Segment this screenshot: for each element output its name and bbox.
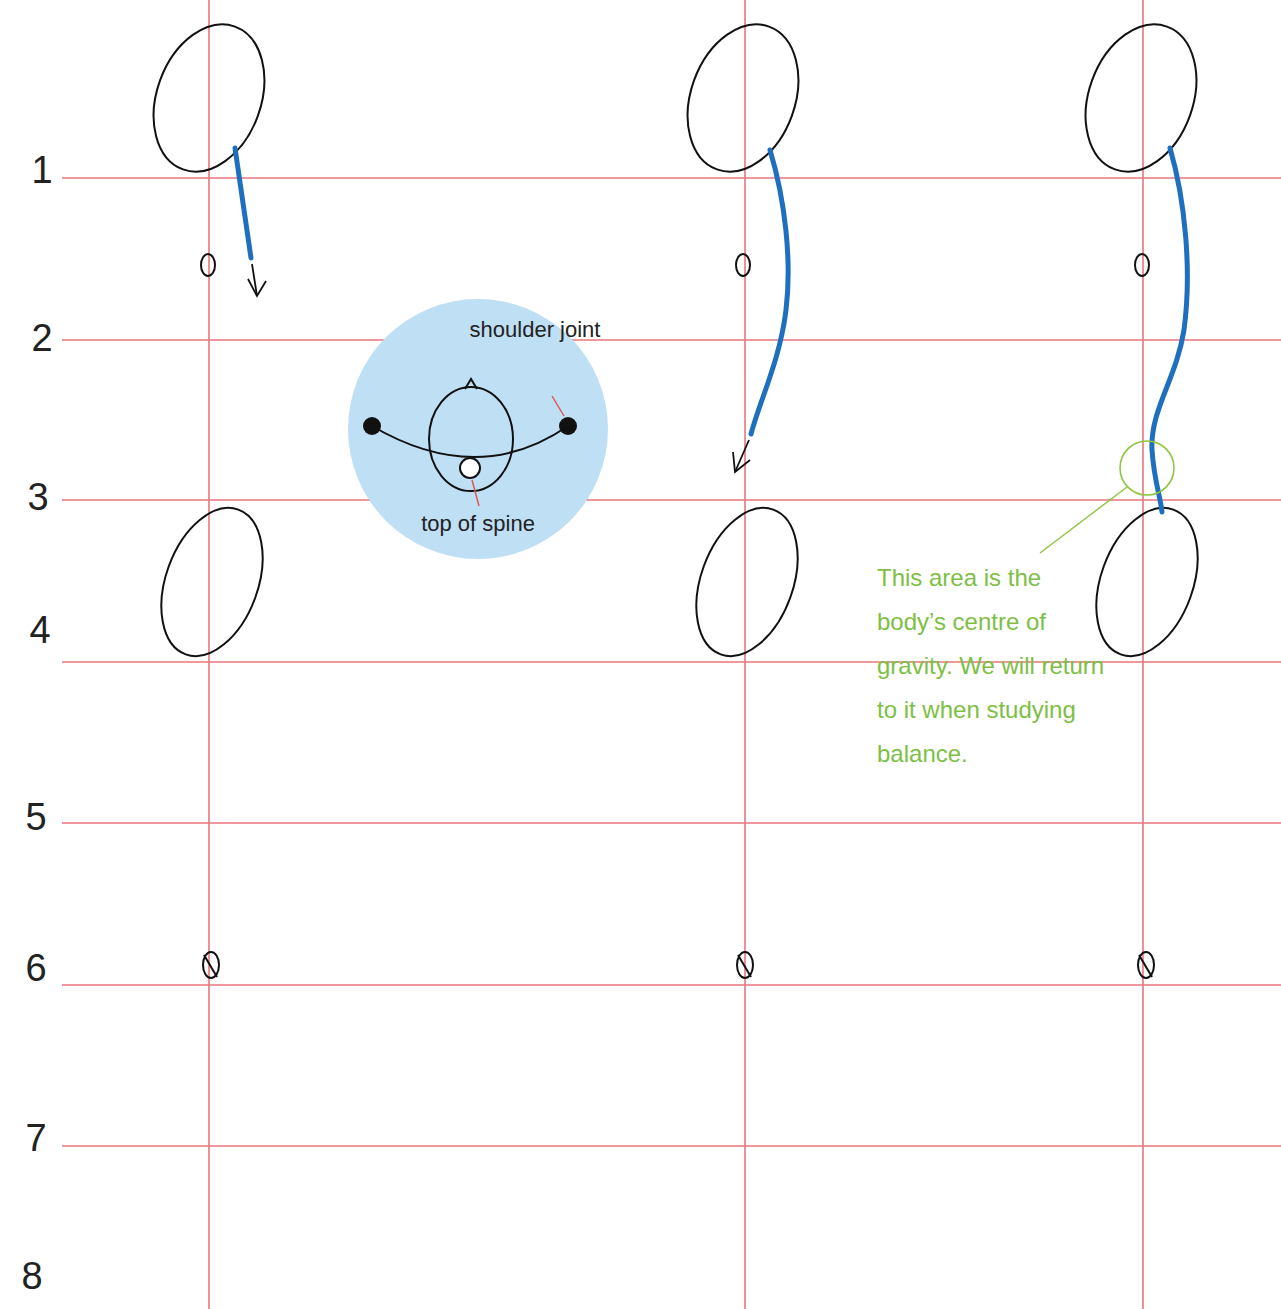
- row-number: 6: [25, 949, 46, 987]
- row-number: 4: [29, 611, 50, 649]
- row-number: 7: [25, 1119, 46, 1157]
- row-number: 3: [27, 478, 48, 516]
- part-label: shoulder joint: [465, 310, 605, 350]
- centre-of-gravity-marker: [1040, 441, 1174, 553]
- shoulder-joint-dot: [363, 417, 381, 435]
- leader-line: [472, 480, 479, 506]
- nose-mark: [465, 379, 477, 389]
- shoulder-arc: [372, 426, 568, 457]
- annotation-note: This area is the body’s centre of gravit…: [877, 556, 1107, 776]
- shoulder-joint-dot: [559, 417, 577, 435]
- part-label: top of spine: [388, 504, 568, 544]
- inset-ground: [348, 299, 608, 559]
- head-outline: [429, 387, 513, 491]
- row-number: 1: [31, 151, 52, 189]
- grid-lines: [62, 0, 1281, 1309]
- row-number: 2: [31, 319, 52, 357]
- row-number: 5: [25, 798, 46, 836]
- body-shapes: [134, 9, 1216, 978]
- leader-line: [552, 396, 564, 416]
- row-number: 8: [21, 1257, 42, 1295]
- spine-top-circle: [460, 458, 480, 478]
- inset-circle: shoulder joint top of spine: [347, 298, 609, 560]
